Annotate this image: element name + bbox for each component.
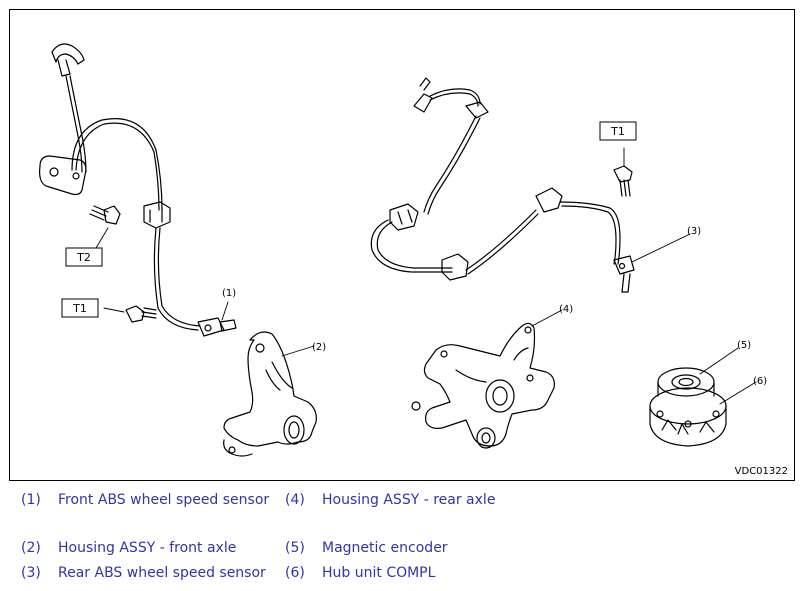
leader-lines (95, 147, 757, 405)
torque-label-text: T1 (610, 125, 625, 138)
legend-number: (4) (285, 492, 305, 508)
legend-label: Hub unit COMPL (322, 565, 436, 581)
front-axle-housing (223, 331, 317, 457)
legend-item-5: (5) Magnetic encoder (285, 540, 448, 556)
legend-label: Housing ASSY - front axle (58, 540, 237, 556)
torque-label-t1-left: T1 (61, 298, 99, 318)
parts-diagram: T2 T1 T1 (1) (2) (3) (4) (5) (6) VDC0132… (9, 9, 795, 481)
figure-code: VDC01322 (734, 466, 788, 477)
callout-3: (3) (687, 226, 701, 237)
front-sensor-bolt-t1 (125, 305, 157, 323)
legend-number: (3) (21, 565, 41, 581)
legend-number: (6) (285, 565, 305, 581)
callout-1: (1) (222, 288, 236, 299)
hub-unit (649, 367, 727, 447)
legend-item-6: (6) Hub unit COMPL (285, 565, 435, 581)
diagram-canvas: T2 T1 T1 (1) (2) (3) (4) (5) (6) (39, 43, 767, 457)
legend-item-3: (3) Rear ABS wheel speed sensor (21, 565, 266, 581)
callout-2: (2) (312, 342, 326, 353)
legend-label: Rear ABS wheel speed sensor (58, 565, 266, 581)
rear-axle-housing (411, 322, 555, 449)
torque-label-t2-left: T2 (65, 247, 103, 267)
legend-item-2: (2) Housing ASSY - front axle (21, 540, 236, 556)
front-abs-sensor-harness (39, 43, 237, 337)
legend-number: (1) (21, 492, 41, 508)
torque-label-text: T1 (72, 302, 87, 315)
legend-item-1: (1) Front ABS wheel speed sensor (21, 492, 269, 508)
legend-number: (2) (21, 540, 41, 556)
legend-label: Housing ASSY - rear axle (322, 492, 496, 508)
legend-number: (5) (285, 540, 305, 556)
legend-label: Magnetic encoder (322, 540, 448, 556)
front-sensor-bolt-t2 (89, 205, 121, 225)
rear-abs-sensor-harness (370, 77, 635, 293)
callout-4: (4) (559, 304, 573, 315)
callout-6: (6) (753, 376, 767, 387)
rear-sensor-bolt-t1 (613, 165, 633, 197)
legend-label: Front ABS wheel speed sensor (58, 492, 270, 508)
legend-item-4: (4) Housing ASSY - rear axle (285, 492, 495, 508)
torque-label-text: T2 (76, 251, 91, 264)
callout-5: (5) (737, 340, 751, 351)
torque-label-t1-right: T1 (599, 121, 637, 141)
parts-legend: (1) Front ABS wheel speed sensor (4) Housi… (0, 486, 804, 591)
